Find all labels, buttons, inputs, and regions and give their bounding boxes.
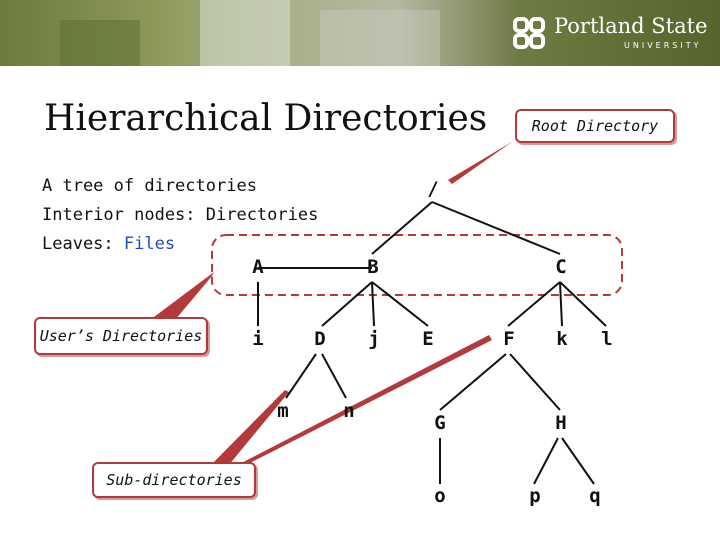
- tree-node-l: l: [601, 328, 613, 350]
- university-name: Portland State: [554, 14, 708, 38]
- tree-node-b: B: [367, 256, 379, 278]
- tree-node-o: o: [434, 485, 446, 507]
- sub-callout-pointer-2: [228, 335, 492, 470]
- bullet-line: Leaves: Files: [42, 230, 318, 259]
- sub-directories-callout: Sub-directories: [92, 462, 256, 498]
- tree-node-d: D: [314, 328, 326, 350]
- banner-texture: [320, 10, 440, 66]
- banner-texture: [60, 20, 140, 66]
- bullet-list: A tree of directories Interior nodes: Di…: [42, 172, 318, 259]
- tree-edge: [507, 281, 561, 327]
- user-directories-callout: User’s Directories: [34, 317, 208, 355]
- banner-texture: [200, 0, 290, 66]
- tree-edge: [509, 353, 561, 411]
- bullet-line: A tree of directories: [42, 176, 257, 196]
- slide-title: Hierarchical Directories: [44, 98, 488, 139]
- tree-edge: [321, 353, 347, 399]
- tree-node-i: i: [252, 328, 264, 350]
- tree-node-n: n: [343, 400, 355, 422]
- user-directories-outline: [211, 234, 623, 296]
- root-directory-callout: Root Directory: [515, 109, 675, 143]
- tree-node-m: m: [277, 400, 289, 422]
- tree-node-a: A: [252, 256, 264, 278]
- tree-node-q: q: [589, 485, 601, 507]
- tree-node-c: C: [555, 256, 567, 278]
- tree-node-e: E: [422, 328, 434, 350]
- user-callout-pointer: [150, 272, 214, 320]
- tree-edge: [559, 281, 563, 327]
- tree-node-k: k: [556, 328, 568, 350]
- tree-edge: [371, 201, 433, 255]
- university-logo: Portland State UNIVERSITY: [512, 14, 712, 54]
- tree-edge: [431, 201, 561, 255]
- files-link[interactable]: Files: [123, 234, 176, 254]
- tree-node-j: j: [368, 328, 380, 350]
- tree-edge: [533, 437, 559, 485]
- tree-node-root: /: [427, 178, 439, 200]
- bullet-prefix: Leaves:: [42, 234, 124, 254]
- bullet-line: Interior nodes: Directories: [42, 205, 319, 225]
- tree-node-f: F: [503, 328, 515, 350]
- university-subtitle: UNIVERSITY: [624, 41, 702, 50]
- header-banner: Portland State UNIVERSITY: [0, 0, 720, 66]
- sub-callout-pointer-1: [210, 390, 289, 466]
- psu-logo-icon: [513, 17, 545, 49]
- tree-edge: [561, 437, 595, 485]
- tree-node-g: G: [434, 412, 446, 434]
- tree-edge: [371, 281, 429, 327]
- tree-edge: [371, 281, 375, 327]
- tree-node-p: p: [529, 485, 541, 507]
- tree-edge: [285, 353, 317, 399]
- tree-edge: [321, 281, 373, 327]
- tree-edge: [559, 281, 607, 327]
- tree-node-h: H: [555, 412, 567, 434]
- tree-edge: [439, 353, 507, 411]
- root-callout-pointer: [448, 132, 526, 184]
